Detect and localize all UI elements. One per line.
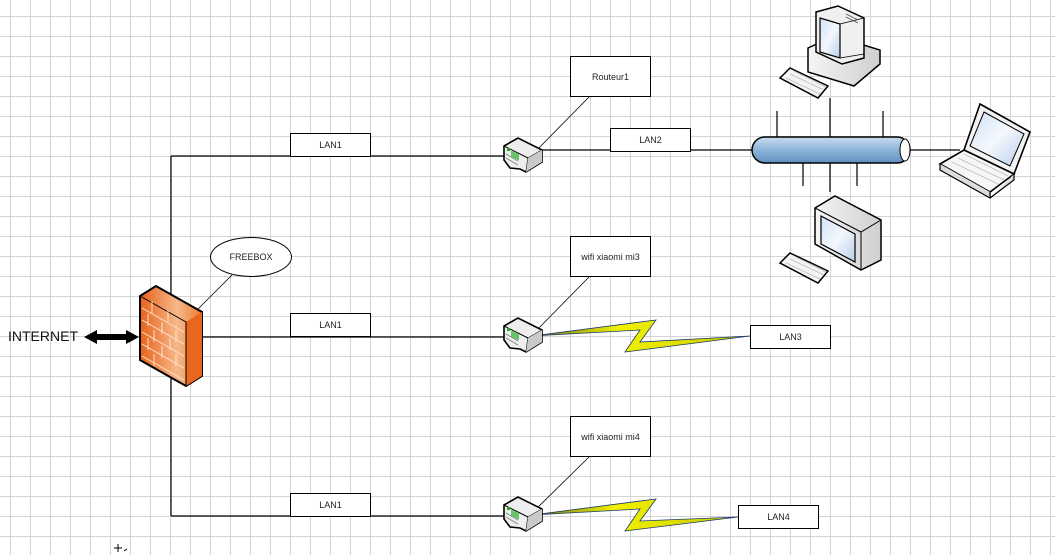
mi4-callout[interactable]: wifi xiaomi mi4 (570, 416, 651, 457)
routeur1-callout[interactable]: Routeur1 (570, 56, 651, 97)
lan2-label[interactable]: LAN2 (610, 128, 691, 152)
mi3-callout[interactable]: wifi xiaomi mi3 (570, 236, 651, 277)
keyboard-icon (779, 252, 829, 284)
trunk-lines (170, 98, 960, 517)
move-cursor-icon (114, 544, 128, 552)
wireless-router-icon-mi3 (503, 317, 543, 353)
firewall-icon (139, 284, 203, 388)
lan3-label[interactable]: LAN3 (750, 325, 831, 349)
lan1-label-middle[interactable]: LAN1 (290, 313, 371, 337)
ethernet-bus-icon (751, 136, 911, 164)
desktop-computer-icon (814, 195, 882, 271)
double-arrow-icon (84, 330, 139, 344)
router-icon-routeur1 (503, 137, 543, 173)
internet-label: INTERNET (8, 328, 78, 344)
wireless-link-lan3 (531, 319, 751, 353)
lan1-label-top[interactable]: LAN1 (290, 133, 371, 157)
wireless-router-icon-mi4 (503, 496, 543, 532)
freebox-callout[interactable]: FREEBOX (210, 237, 292, 277)
wireless-link-lan4 (531, 498, 739, 532)
laptop-icon (938, 102, 1031, 200)
lan4-label[interactable]: LAN4 (738, 505, 819, 529)
desktop-computer-icon (807, 5, 881, 87)
lan1-label-bottom[interactable]: LAN1 (290, 493, 371, 517)
